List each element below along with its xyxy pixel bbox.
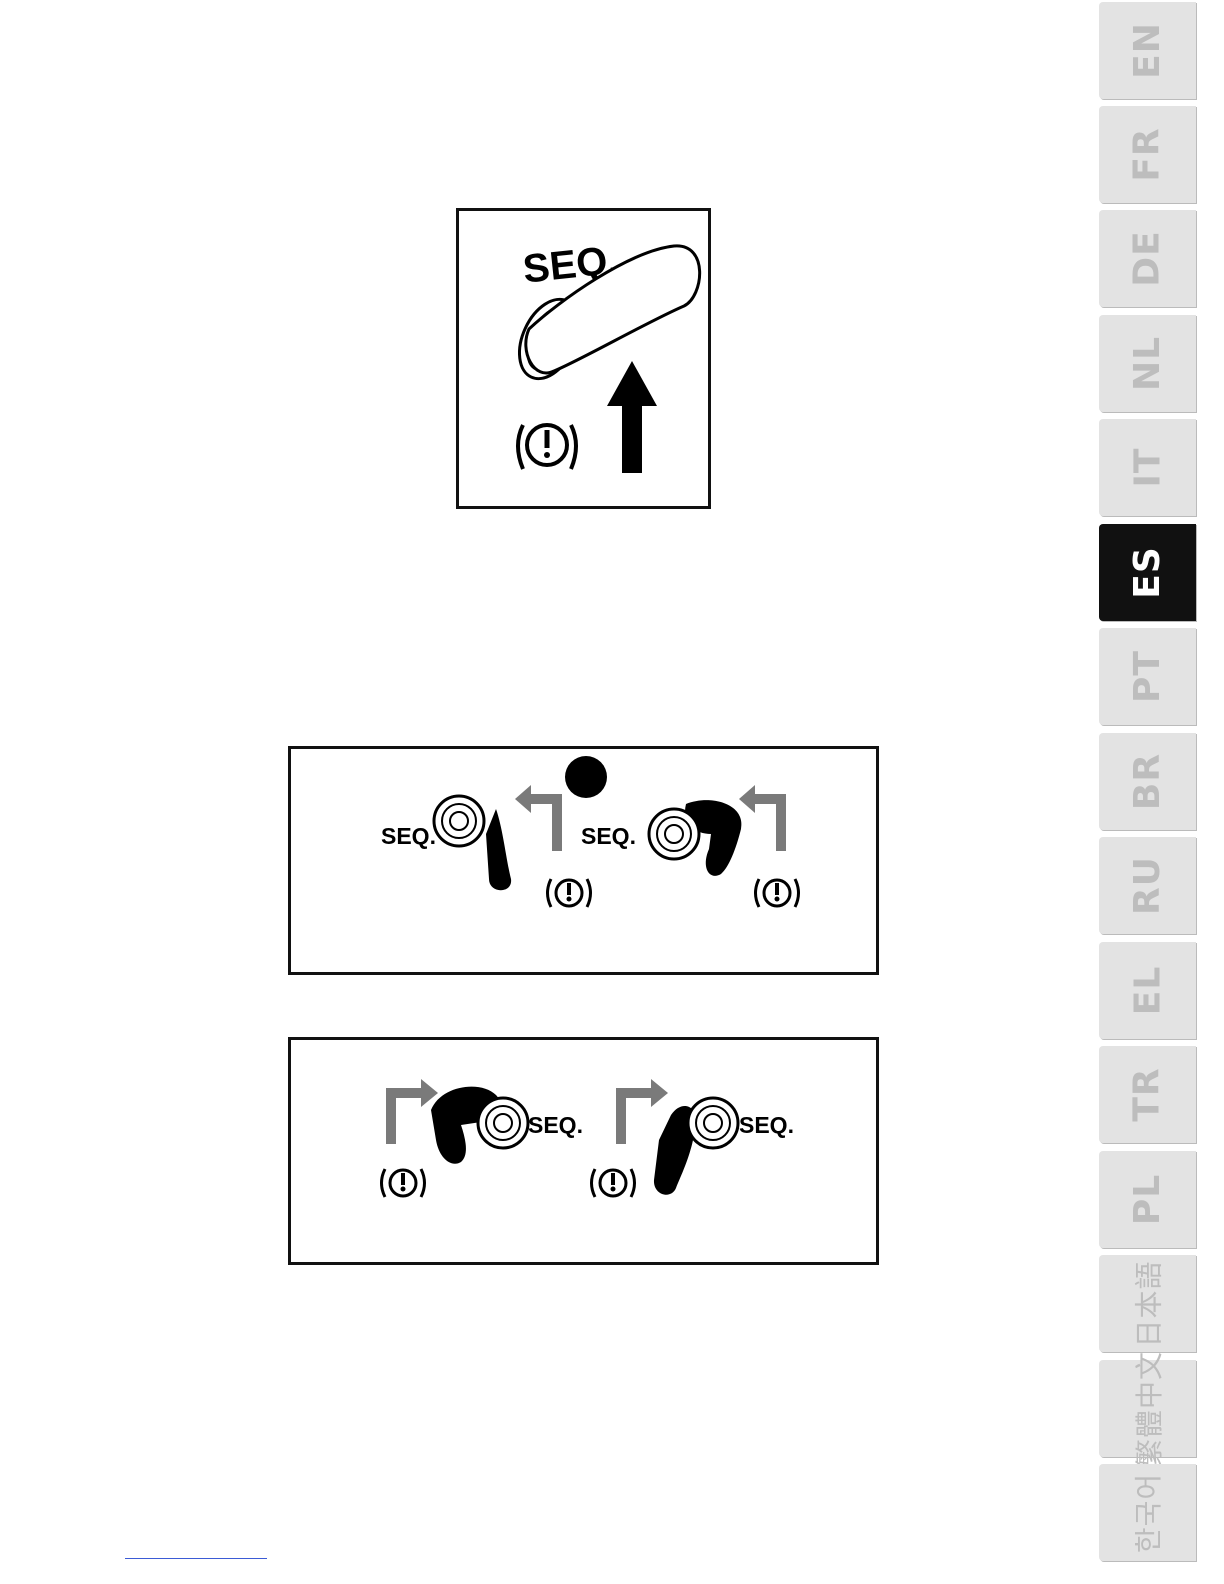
shifter-unit-left: SEQ. <box>381 785 591 907</box>
tab-pl[interactable]: PL <box>1099 1151 1196 1248</box>
seq-label-left: SEQ. <box>381 823 436 849</box>
shifter-unit-right: SEQ. <box>581 785 799 907</box>
warning-icon <box>756 879 799 907</box>
seq-label-right: SEQ. <box>581 823 636 849</box>
seq-left-illustration: SEQ. SEQ. <box>291 749 876 972</box>
language-tabs: EN FR DE NL IT ES PT BR RU EL TR PL 日本語 … <box>1099 0 1196 1584</box>
warning-icon <box>518 425 576 469</box>
tab-zh-tw[interactable]: 繁體中文 <box>1099 1360 1196 1457</box>
warning-icon <box>592 1169 635 1197</box>
tab-ru[interactable]: RU <box>1099 837 1196 934</box>
tab-el[interactable]: EL <box>1099 942 1196 1039</box>
warning-icon <box>548 879 591 907</box>
gray-arrow-icon <box>621 1093 654 1144</box>
tab-en[interactable]: EN <box>1099 2 1196 99</box>
footer-link-underline[interactable] <box>125 1558 267 1559</box>
knob-icon <box>649 809 699 859</box>
shifter-unit-right: SEQ. <box>592 1079 794 1197</box>
warning-icon <box>382 1169 425 1197</box>
seq-label-right: SEQ. <box>739 1112 794 1138</box>
tab-es[interactable]: ES <box>1099 524 1196 621</box>
tab-ko[interactable]: 한국어 <box>1099 1464 1196 1561</box>
knob-icon <box>434 796 484 846</box>
shifter-unit-left: SEQ. <box>382 1079 583 1197</box>
figure-seq-right: SEQ. SEQ. <box>288 1037 879 1265</box>
lever-up-illustration: SEQ. <box>459 211 708 506</box>
figure-seq-left: SEQ. SEQ. <box>288 746 879 975</box>
seq-label-left: SEQ. <box>528 1112 583 1138</box>
gray-arrow-icon <box>391 1093 424 1144</box>
knob-icon <box>688 1098 738 1148</box>
tab-tr[interactable]: TR <box>1099 1046 1196 1143</box>
tab-ja[interactable]: 日本語 <box>1099 1255 1196 1352</box>
position-dot-icon <box>565 756 607 798</box>
up-arrow-icon <box>607 361 657 473</box>
knob-icon <box>478 1098 528 1148</box>
tab-fr[interactable]: FR <box>1099 106 1196 203</box>
lever-icon <box>486 809 511 890</box>
figure-lever-up: SEQ. <box>456 208 711 509</box>
tab-it[interactable]: IT <box>1099 419 1196 516</box>
tab-nl[interactable]: NL <box>1099 315 1196 412</box>
tab-br[interactable]: BR <box>1099 733 1196 830</box>
seq-right-illustration: SEQ. SEQ. <box>291 1040 876 1262</box>
tab-de[interactable]: DE <box>1099 210 1196 307</box>
tab-pt[interactable]: PT <box>1099 628 1196 725</box>
